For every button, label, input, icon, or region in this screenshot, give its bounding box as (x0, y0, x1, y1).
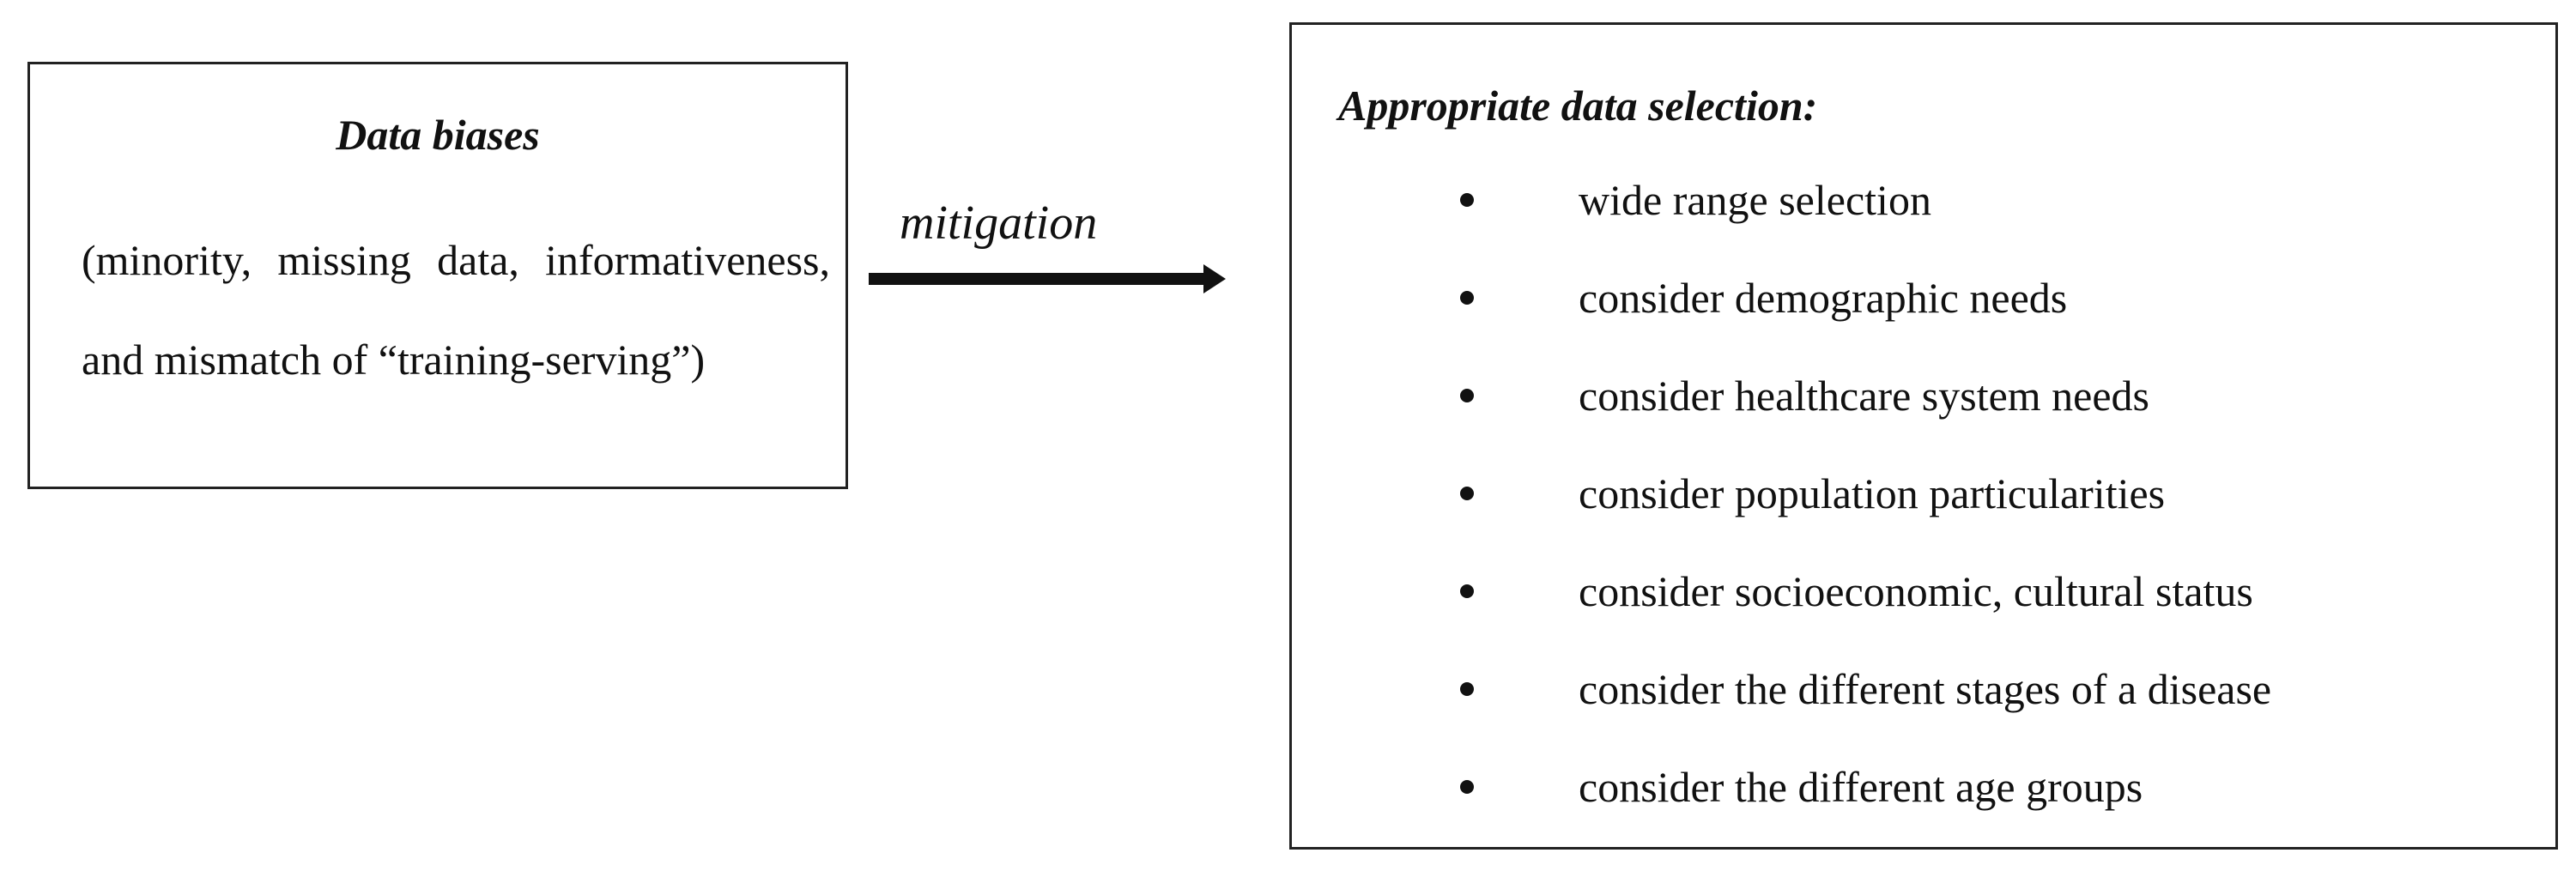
list-item: wide range selection (1292, 176, 2554, 274)
bullet-icon (1460, 389, 1474, 402)
bullet-icon (1460, 291, 1474, 305)
bullet-icon (1460, 584, 1474, 598)
list-item-text: consider population particularities (1579, 469, 2166, 517)
list-item-text: consider the different stages of a disea… (1579, 665, 2272, 713)
list-item: consider demographic needs (1292, 274, 2554, 372)
list-item: consider the different stages of a disea… (1292, 665, 2554, 763)
list-item-text: consider socioeconomic, cultural status (1579, 567, 2253, 615)
list-item: consider population particularities (1292, 469, 2554, 567)
data-biases-box: Data biases (minority, missing data, inf… (27, 62, 848, 489)
data-biases-title: Data biases (336, 111, 540, 159)
data-selection-title: Appropriate data selection: (1338, 82, 1818, 130)
bullet-icon (1460, 487, 1474, 500)
list-item: consider socioeconomic, cultural status (1292, 567, 2554, 665)
list-item: consider healthcare system needs (1292, 372, 2554, 469)
data-selection-box: Appropriate data selection: wide range s… (1289, 22, 2558, 850)
data-selection-list: wide range selection consider demographi… (1292, 176, 2554, 861)
bullet-icon (1460, 682, 1474, 696)
mitigation-arrow (869, 264, 1226, 293)
list-item-text: consider the different age groups (1579, 763, 2143, 811)
list-item-text: consider demographic needs (1579, 274, 2068, 322)
mitigation-label: mitigation (900, 197, 1098, 250)
list-item-text: wide range selection (1579, 176, 1931, 224)
data-biases-description: (minority, missing data, informativeness… (82, 236, 830, 384)
list-item-text: consider healthcare system needs (1579, 372, 2150, 420)
bullet-icon (1460, 780, 1474, 794)
bullet-icon (1460, 193, 1474, 207)
list-item: consider the different age groups (1292, 763, 2554, 861)
